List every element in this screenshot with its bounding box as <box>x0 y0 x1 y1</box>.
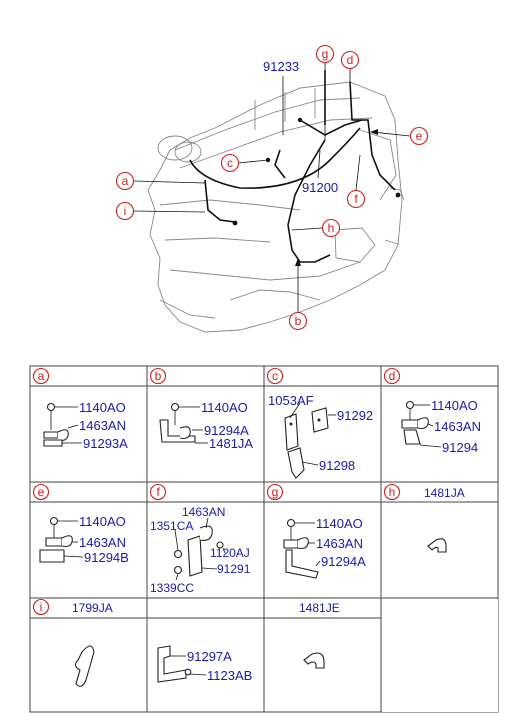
svg-text:b: b <box>295 314 302 328</box>
svg-text:1140AO: 1140AO <box>201 400 248 415</box>
label-91200: 91200 <box>302 180 338 195</box>
svg-text:1463AN: 1463AN <box>79 418 126 433</box>
cell-f: f 1463AN 1351CA 1120AJ 91291 1339CC <box>149 483 251 595</box>
cell-b: b 1140AO 91294A 1481JA <box>149 367 253 451</box>
cell-g: g 1140AO 1463AN 91294A <box>266 483 366 579</box>
strap-icon <box>74 645 95 687</box>
svg-text:1799JA: 1799JA <box>72 601 113 615</box>
cell-b-ref: b <box>155 369 162 383</box>
overview-leaders <box>132 62 411 313</box>
cell-i-ref: i <box>40 600 43 614</box>
svg-text:e: e <box>416 129 423 143</box>
svg-text:1463AN: 1463AN <box>316 536 363 551</box>
clamp-bolt-assembly-icon <box>39 516 73 563</box>
cell-g-ref: g <box>272 485 279 499</box>
svg-text:f: f <box>354 192 358 206</box>
svg-text:1463AN: 1463AN <box>79 535 126 550</box>
svg-text:91294A: 91294A <box>321 554 366 569</box>
svg-text:1481JE: 1481JE <box>299 601 340 615</box>
svg-text:91291: 91291 <box>217 562 251 576</box>
svg-text:1481JA: 1481JA <box>424 486 465 500</box>
svg-text:1463AN: 1463AN <box>182 505 225 519</box>
clip-icon <box>303 652 325 669</box>
svg-text:91293A: 91293A <box>83 436 128 451</box>
cell-h-ref: h <box>389 485 396 499</box>
cell-c: c 1053AF 91292 91298 <box>266 367 373 479</box>
bracket-clamp-assembly-icon <box>173 525 224 577</box>
bracket-bolt-assembly-icon <box>283 518 319 579</box>
clamp-bolt-assembly-icon <box>401 400 429 445</box>
svg-text:1463AN: 1463AN <box>434 419 481 434</box>
svg-text:91294: 91294 <box>442 440 478 455</box>
svg-text:91292: 91292 <box>337 408 373 423</box>
cell-d-ref: d <box>389 369 396 383</box>
svg-text:a: a <box>122 174 129 188</box>
cell-a-ref: a <box>38 369 45 383</box>
svg-text:91297A: 91297A <box>187 649 232 664</box>
svg-text:1481JA: 1481JA <box>209 436 253 451</box>
cell-d: d 1140AO 1463AN 91294 <box>383 367 481 455</box>
svg-text:1140AO: 1140AO <box>431 398 478 413</box>
svg-text:c: c <box>227 156 233 170</box>
cell-e: e 1140AO 1463AN 91294B <box>32 483 129 565</box>
svg-text:d: d <box>347 53 354 67</box>
bracket-bolt-assembly-icon <box>159 402 196 443</box>
svg-text:1339CC: 1339CC <box>150 581 194 595</box>
cell-h: h 1481JA <box>383 483 465 553</box>
svg-text:1140AO: 1140AO <box>316 516 363 531</box>
svg-text:1140AO: 1140AO <box>79 514 126 529</box>
clip-icon <box>427 538 447 553</box>
svg-text:91294B: 91294B <box>84 550 129 565</box>
bracket-icon <box>157 645 187 683</box>
svg-text:i: i <box>124 204 127 218</box>
cell-bracket-91297A: 91297A 1123AB <box>157 645 252 683</box>
label-91233: 91233 <box>263 59 299 74</box>
svg-text:g: g <box>322 47 329 61</box>
svg-text:91298: 91298 <box>319 458 355 473</box>
svg-text:91294A: 91294A <box>204 423 249 438</box>
wiring-harness <box>189 70 401 263</box>
svg-text:1123AB: 1123AB <box>207 668 252 683</box>
cell-i: i 1799JA <box>32 598 113 687</box>
clamp-bolt-assembly-icon <box>43 402 69 447</box>
cell-a: a 1140AO 1463AN 91293A <box>32 367 128 451</box>
bracket-pair-icon <box>284 407 329 479</box>
svg-text:1053AF: 1053AF <box>268 393 314 408</box>
cell-e-ref: e <box>38 485 45 499</box>
svg-text:1140AO: 1140AO <box>79 400 126 415</box>
svg-text:1120AJ: 1120AJ <box>210 546 250 560</box>
svg-text:h: h <box>328 221 335 235</box>
cell-c-ref: c <box>272 369 278 383</box>
cell-f-ref: f <box>156 485 160 499</box>
overview-ref-markers: a b c d e f g h i <box>115 44 429 331</box>
parts-table-grid <box>29 365 499 713</box>
cell-1481JE: 1481JE <box>299 601 340 669</box>
svg-text:1351CA: 1351CA <box>150 519 193 533</box>
engine-illustration <box>147 81 405 333</box>
